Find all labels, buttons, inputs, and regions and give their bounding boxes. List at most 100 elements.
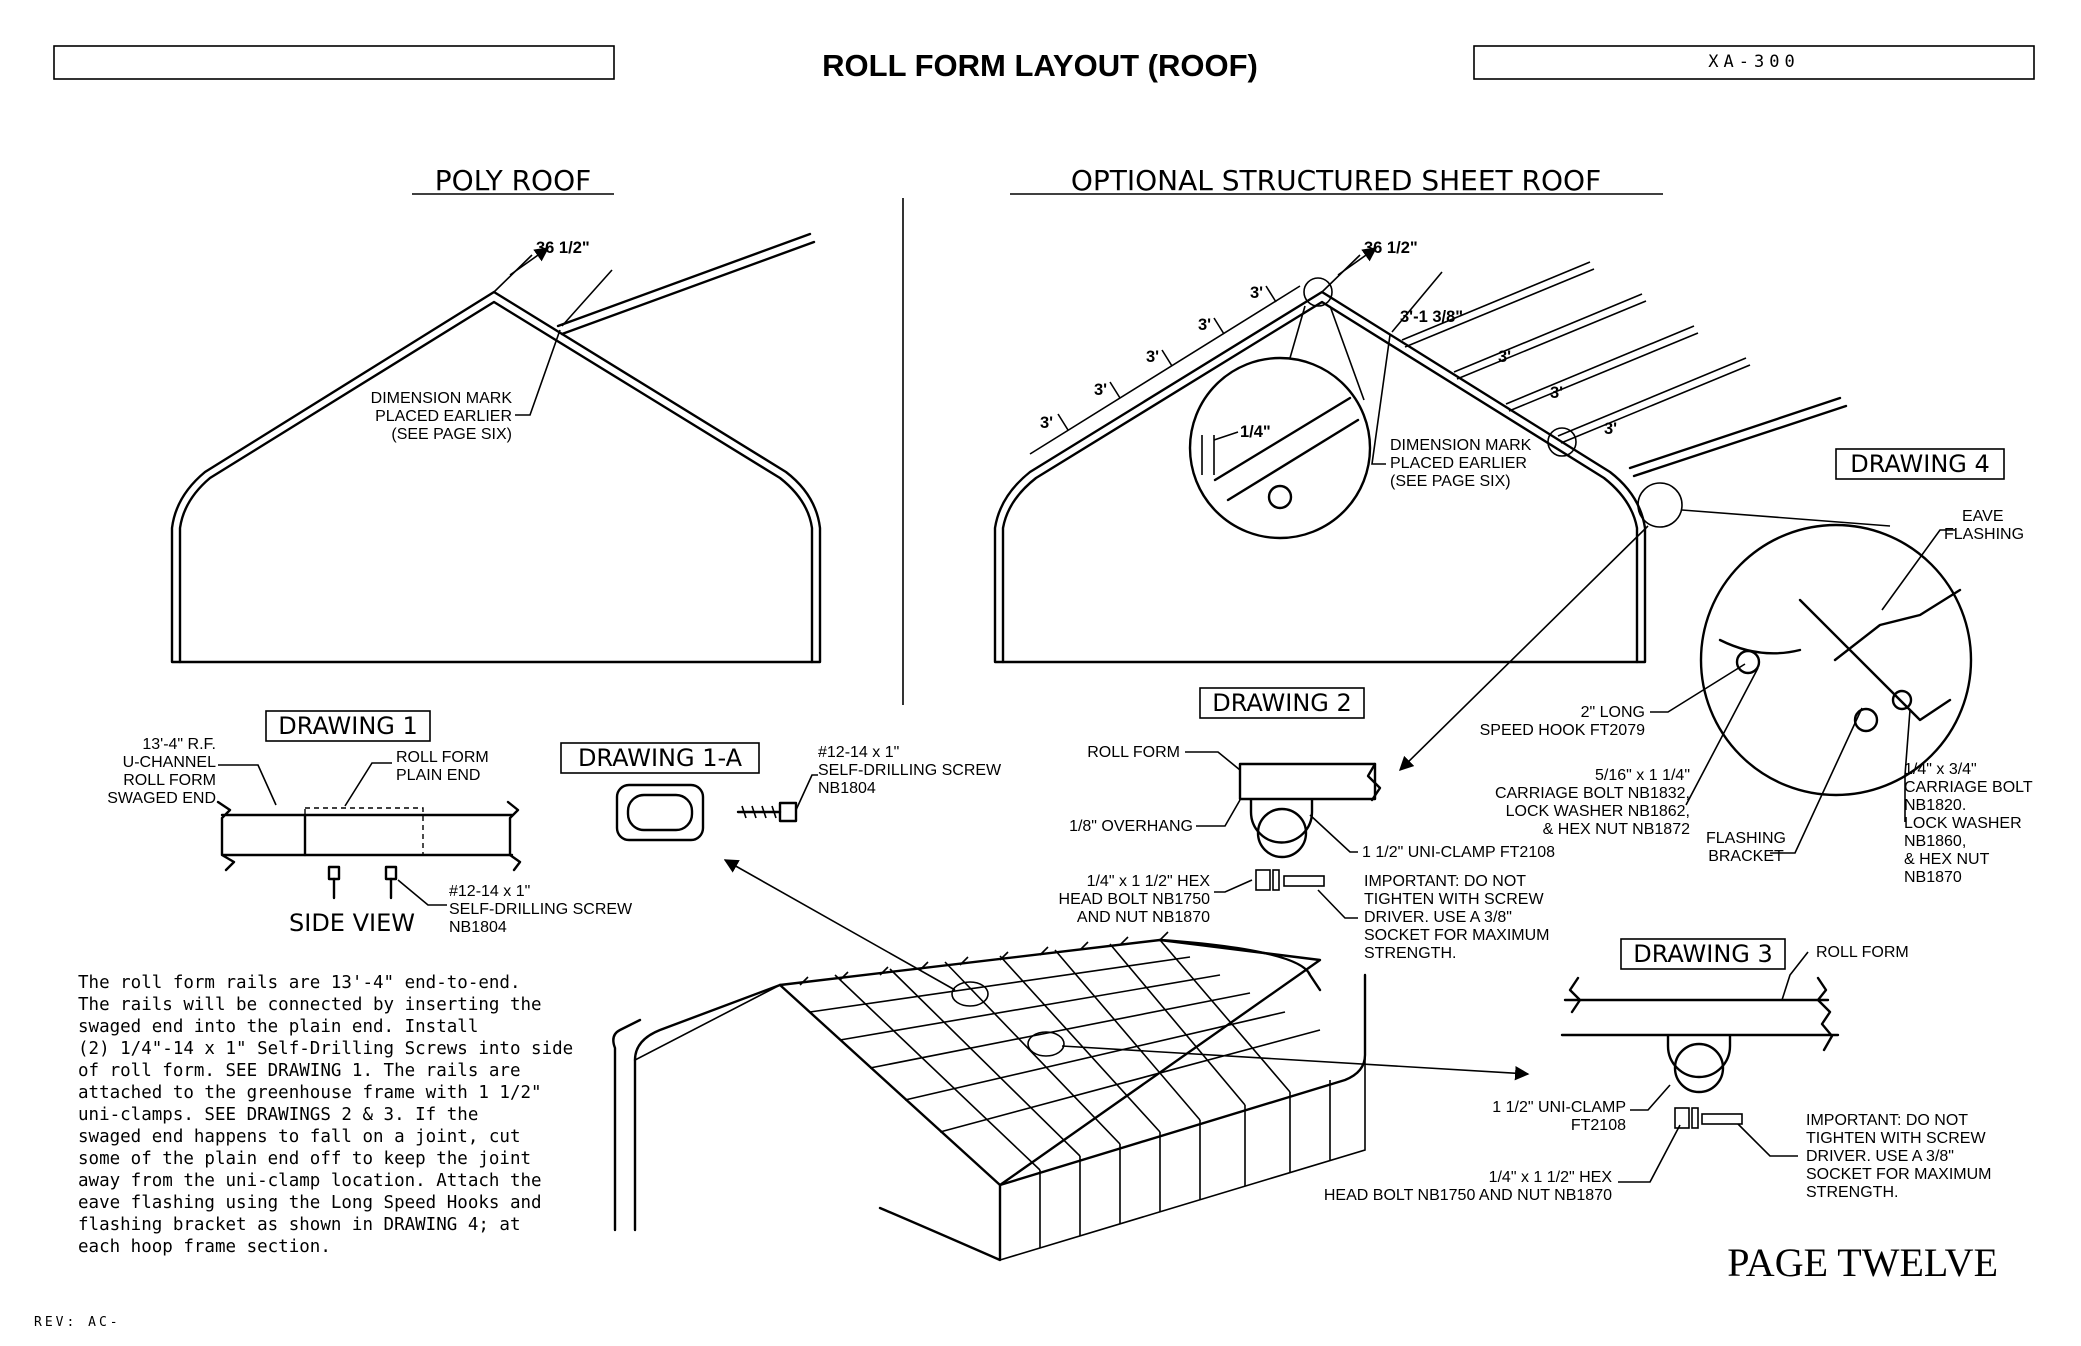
poly-roof-inner-frame — [178, 300, 814, 664]
d2-bolt-leader — [1214, 879, 1253, 893]
carriage2-line-2: CARRIAGE BOLT — [1904, 779, 2033, 796]
d2-important-3: DRIVER. USE A 3/8" — [1364, 909, 1512, 926]
ridge-detail-leader-1 — [1289, 305, 1306, 359]
d3-roll-form-leader — [1781, 951, 1809, 1001]
d3-bolt-leader — [1618, 1124, 1681, 1183]
swaged-leader — [218, 764, 277, 806]
ridge-detail-bolt — [1267, 484, 1293, 510]
carriage2-line-5: NB1860, — [1904, 833, 1966, 850]
note-line-1: The roll form rails are 13'-4" end-to-en… — [78, 973, 521, 993]
bracket-label-1: FLASHING — [1706, 830, 1786, 847]
ridge-detail-dim-leader — [1213, 431, 1239, 441]
iso-to-drawing3-arrow — [1061, 1045, 1530, 1081]
drawing2-bolt — [1255, 869, 1325, 891]
note-line-5: of roll form. SEE DRAWING 1. The rails a… — [78, 1061, 521, 1081]
greenhouse-isometric — [612, 931, 1367, 1262]
d1-screw-label-3: NB1804 — [449, 919, 507, 936]
d3-important-leader — [1737, 1123, 1798, 1157]
d1a-screw-label-2: SELF-DRILLING SCREW — [818, 762, 1002, 779]
hook-label-2: SPEED HOOK FT2079 — [1480, 722, 1645, 739]
spacing-label-7: 3' — [1550, 384, 1563, 402]
hook-leader — [1650, 663, 1746, 713]
carriage2-leader — [1904, 709, 1911, 822]
note-line-8: swaged end happens to fall on a joint, c… — [78, 1127, 521, 1147]
plain-label-1: ROLL FORM — [396, 749, 489, 766]
d2-important-1: IMPORTANT: DO NOT — [1364, 873, 1526, 890]
bracket-label-2: BRACKET — [1708, 848, 1784, 865]
carriage1-line-4: & HEX NUT NB1872 — [1543, 821, 1690, 838]
d2-clamp-leader — [1309, 814, 1358, 853]
d2-clamp-label: 1 1/2" UNI-CLAMP FT2108 — [1362, 844, 1555, 861]
drawing1-title: DRAWING 1 — [278, 712, 418, 740]
drawing1a-channel-inner — [626, 793, 694, 832]
drawing3-title: DRAWING 3 — [1633, 940, 1773, 968]
note-line-13: each hoop frame section. — [78, 1237, 331, 1257]
poly-mark-leader — [515, 329, 561, 416]
d3-important-1: IMPORTANT: DO NOT — [1806, 1112, 1968, 1129]
structured-dim-label: 36 1/2" — [1364, 239, 1418, 257]
d3-bolt-line-1: 1/4" x 1 1/2" HEX — [1489, 1169, 1613, 1186]
swaged-label-4: SWAGED END — [107, 790, 216, 807]
structured-roof-frame — [993, 290, 1647, 664]
drawing4-bracket — [1798, 598, 1952, 722]
drawing2-clamp — [1249, 798, 1314, 844]
drawing1a-screw — [736, 801, 798, 823]
d1a-screw-label-1: #12-14 x 1" — [818, 744, 899, 761]
spacing-label-8: 3' — [1604, 420, 1617, 438]
structured-offset-ext — [1391, 271, 1443, 333]
eave-label-1: EAVE — [1962, 508, 2004, 525]
d2-important-5: STRENGTH. — [1364, 945, 1456, 962]
structured-mark-leader — [1371, 334, 1391, 465]
carriage1-leader — [1685, 667, 1759, 806]
mark-detail-marker — [1547, 427, 1577, 457]
note-line-3: swaged end into the plain end. Install — [78, 1017, 478, 1037]
d3-clamp-line-1: 1 1/2" UNI-CLAMP — [1492, 1099, 1626, 1116]
swaged-label-1: 13'-4" R.F. — [142, 736, 216, 753]
drawing1-rail-end — [506, 800, 522, 872]
carriage1-line-2: CARRIAGE BOLT NB1832, — [1495, 785, 1690, 802]
d3-bolt-line-2: HEAD BOLT NB1750 AND NUT NB1870 — [1324, 1187, 1612, 1204]
ridge-detail-beam — [1213, 396, 1352, 482]
structured-mark-line-1: DIMENSION MARK — [1390, 437, 1532, 454]
d2-roll-form-label: ROLL FORM — [1087, 744, 1180, 761]
revision-label: REV: AC- — [34, 1315, 121, 1330]
carriage2-line-1: 1/4" x 3/4" — [1904, 761, 1977, 778]
d2-important-4: SOCKET FOR MAXIMUM — [1364, 927, 1550, 944]
page-number: PAGE TWELVE — [1727, 1240, 1998, 1285]
drawing1a-title-box — [560, 742, 760, 774]
carriage1-line-1: 5/16" x 1 1/4" — [1595, 767, 1690, 784]
swaged-label-2: U-CHANNEL — [123, 754, 216, 771]
poly-roof-frame — [170, 290, 822, 664]
drawing4-title: DRAWING 4 — [1850, 450, 1990, 478]
drawing3-title-box — [1620, 938, 1786, 970]
note-line-10: away from the uni-clamp location. Attach… — [78, 1171, 542, 1191]
page-title: ROLL FORM LAYOUT (ROOF) — [822, 48, 1258, 83]
d1-screw-label-2: SELF-DRILLING SCREW — [449, 901, 633, 918]
drawing3-break — [1816, 976, 1834, 1052]
d1a-screw-label-3: NB1804 — [818, 780, 876, 797]
plain-leader — [344, 762, 392, 807]
drawing1-rail — [216, 800, 514, 872]
poly-mark-line-2: PLACED EARLIER — [375, 408, 512, 425]
spacing-label-1: 3' — [1040, 414, 1053, 432]
ridge-detail-leader-2 — [1329, 305, 1365, 401]
poly-mark-line-1: DIMENSION MARK — [371, 390, 513, 407]
drawing2-tube — [1256, 807, 1308, 859]
bracket-leader — [1770, 707, 1863, 854]
structured-roof-heading: OPTIONAL STRUCTURED SHEET ROOF — [1071, 164, 1601, 197]
d3-clamp-leader — [1630, 1084, 1671, 1111]
drawing3-rail — [1560, 976, 1840, 1037]
ridge-detail-marker — [1303, 277, 1333, 307]
d3-important-2: TIGHTEN WITH SCREW — [1806, 1130, 1986, 1147]
poly-roof-rail-edge — [560, 240, 816, 336]
carriage2-line-4: LOCK WASHER — [1904, 815, 2022, 832]
d3-important-4: SOCKET FOR MAXIMUM — [1806, 1166, 1992, 1183]
structured-sheet-panels — [1401, 261, 1848, 478]
drawing4-title-box — [1835, 448, 2005, 480]
d1-screw-leader — [397, 879, 447, 906]
poly-dim-label: 36 1/2" — [536, 239, 590, 257]
carriage2-line-6: & HEX NUT — [1904, 851, 1990, 868]
d3-clamp-line-2: FT2108 — [1571, 1117, 1626, 1134]
drawing1-title-box — [265, 710, 431, 742]
